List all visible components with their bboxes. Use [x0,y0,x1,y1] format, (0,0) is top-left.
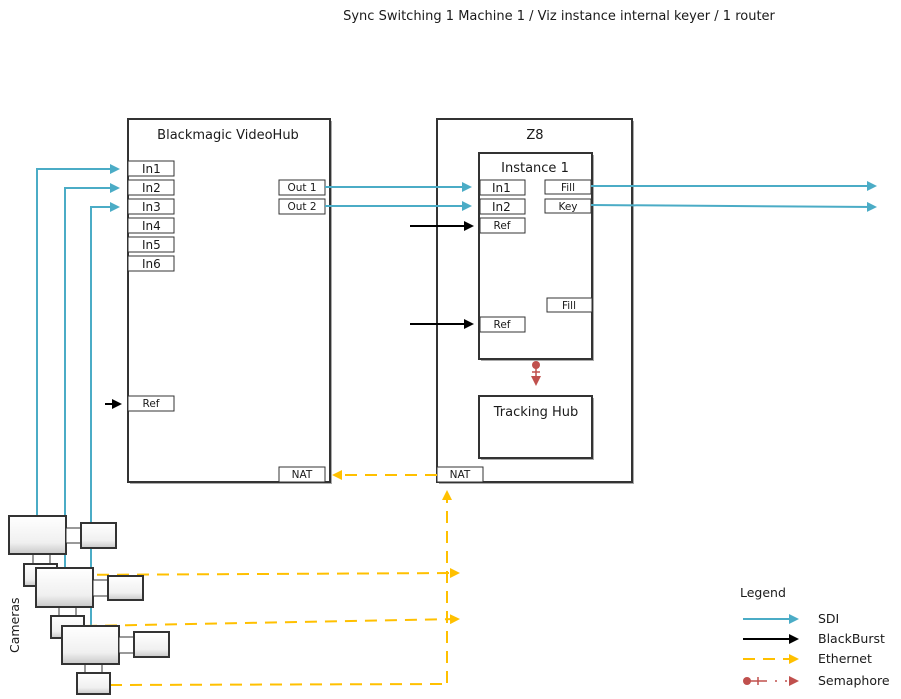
instance-port-ref1[interactable]: Ref [479,217,526,234]
svg-text:NAT: NAT [292,469,313,481]
z8-title: Z8 [526,128,543,143]
camera-2 [23,563,144,619]
legend-item-sdi: SDI [743,611,839,626]
svg-text:SDI: SDI [818,611,839,626]
sdi-links [36,164,877,626]
videohub-port-ref[interactable]: Ref [127,395,175,412]
cameras-label: Cameras [7,597,22,653]
svg-text:Ref: Ref [494,220,511,232]
svg-text:Ref: Ref [494,319,511,331]
z8-port-nat[interactable]: NAT [436,466,484,483]
sdi-cam1-in1 [36,164,120,517]
svg-text:Out 2: Out 2 [287,201,316,213]
camera-3 [50,615,170,695]
svg-text:Semaphore: Semaphore [818,673,890,688]
instance-title: Instance 1 [501,161,569,176]
tracking-hub-title: Tracking Hub [493,405,579,420]
svg-text:Fill: Fill [562,300,576,312]
legend-item-ethernet: Ethernet [743,651,872,666]
diagram-title: Sync Switching 1 Machine 1 / Viz instanc… [343,9,775,24]
svg-text:NAT: NAT [450,469,471,481]
legend-item-blackburst: BlackBurst [743,631,885,646]
svg-text:In1: In1 [142,162,161,176]
videohub-port-nat[interactable]: NAT [278,466,326,483]
videohub-port-in6[interactable]: In6 [127,255,175,272]
blackburst-links [105,221,474,409]
videohub-port-out1[interactable]: Out 1 [278,179,326,196]
svg-text:In6: In6 [142,257,161,271]
svg-text:In2: In2 [492,200,511,214]
videohub-title: Blackmagic VideoHub [157,128,299,143]
tracking-hub-box: Tracking Hub [478,395,594,460]
videohub-port-out2[interactable]: Out 2 [278,198,326,215]
svg-text:Ref: Ref [143,398,160,410]
svg-text:Ethernet: Ethernet [818,651,872,666]
sdi-cam2-in2 [64,183,120,568]
videohub-port-in4[interactable]: In4 [127,217,175,234]
instance-port-key[interactable]: Key [544,198,592,214]
sdi-key-out [590,201,877,212]
videohub-port-in2[interactable]: In2 [127,179,175,196]
legend: Legend SDI BlackBurst Ethernet Semaphore [740,585,890,688]
instance-port-ref2[interactable]: Ref [479,316,526,333]
instance-port-in1[interactable]: In1 [479,179,526,196]
svg-text:BlackBurst: BlackBurst [818,631,885,646]
svg-text:In3: In3 [142,200,161,214]
ethernet-links [56,470,460,686]
svg-text:Out 1: Out 1 [287,182,316,194]
svg-text:In5: In5 [142,238,161,252]
videohub-port-in3[interactable]: In3 [127,198,175,215]
sdi-cam3-in3 [90,202,120,626]
svg-text:Fill: Fill [561,182,575,194]
videohub-inputs: In1 In2 In3 In4 In5 In6 [127,160,175,272]
svg-text:In4: In4 [142,219,161,233]
svg-text:In2: In2 [142,181,161,195]
instance-port-fill2[interactable]: Fill [546,297,593,313]
camera-1 [8,515,117,568]
videohub-port-in5[interactable]: In5 [127,236,175,253]
videohub-port-in1[interactable]: In1 [127,160,175,177]
semaphore-connector [531,361,541,386]
instance-port-in2[interactable]: In2 [479,198,526,215]
svg-text:Key: Key [558,201,577,213]
legend-title: Legend [740,585,786,600]
instance-port-fill[interactable]: Fill [544,179,592,195]
svg-text:In1: In1 [492,181,511,195]
legend-item-semaphore: Semaphore [743,673,890,688]
